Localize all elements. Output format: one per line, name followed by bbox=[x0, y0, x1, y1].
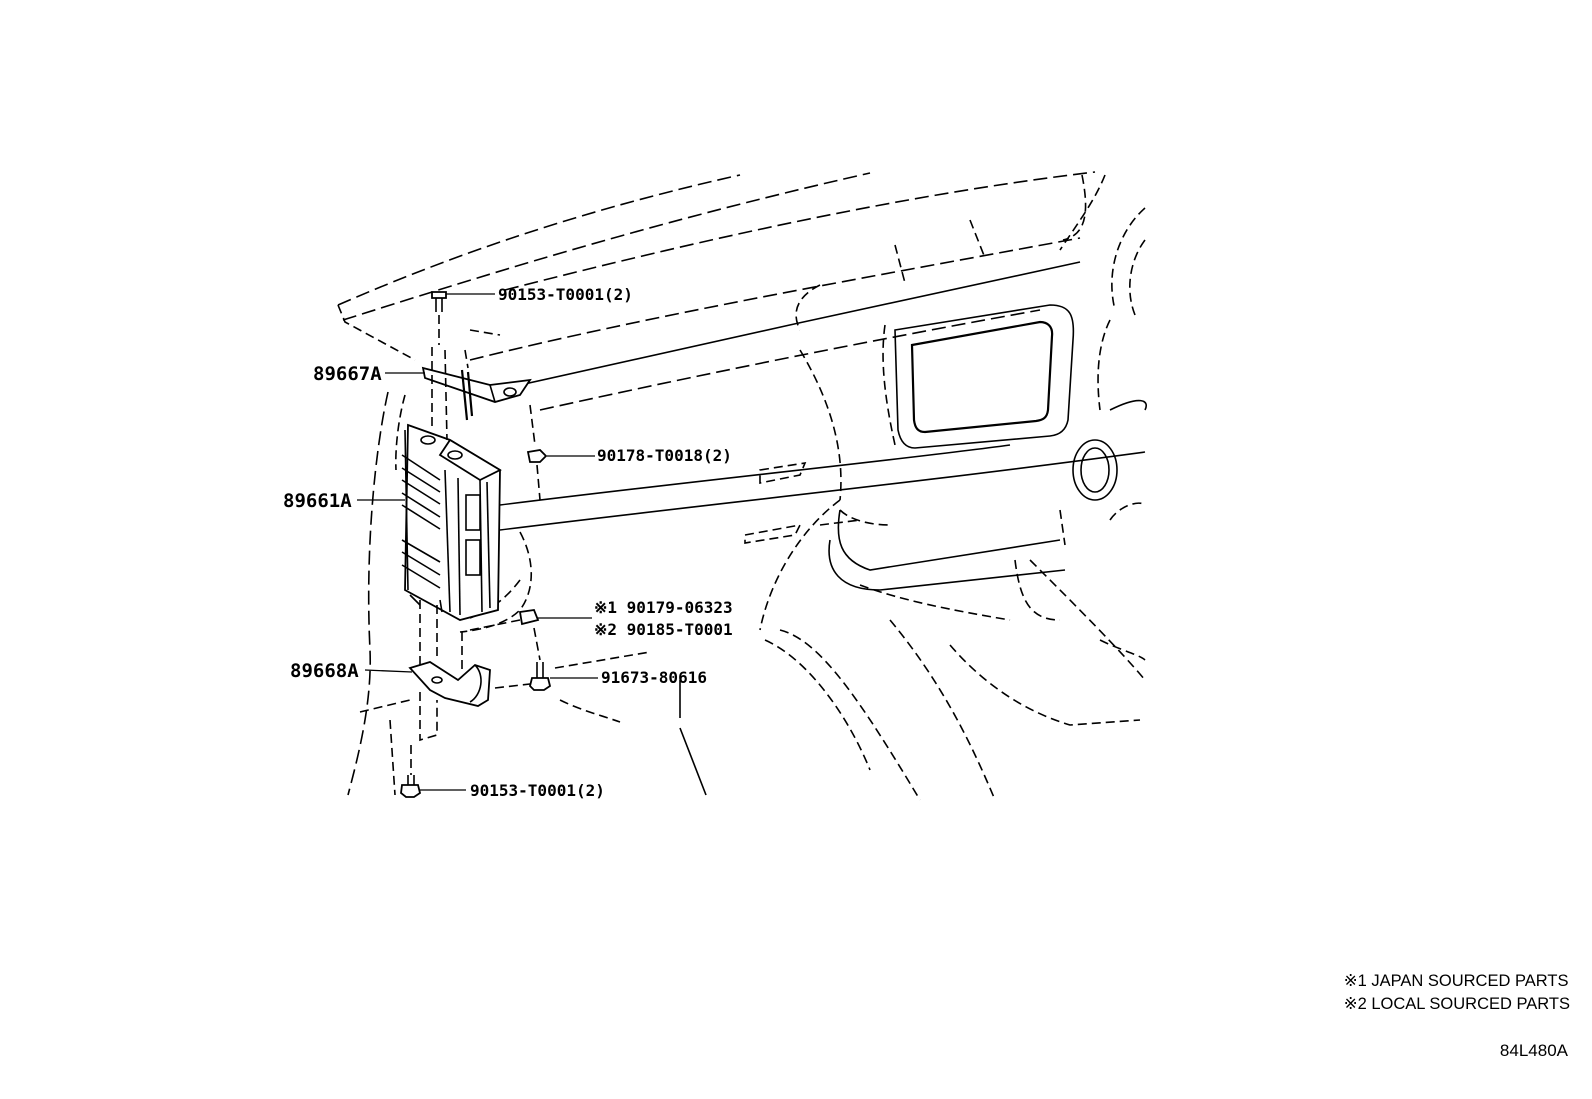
ecu-unit-icon bbox=[401, 347, 502, 621]
label-bracket-lower: 89668A bbox=[290, 660, 359, 682]
drawing-code: 84L480A bbox=[1499, 1041, 1568, 1060]
label-ecu: 89661A bbox=[283, 490, 352, 512]
label-bracket-upper: 89667A bbox=[313, 363, 382, 385]
bolt-lower-right-icon bbox=[494, 662, 552, 691]
note-japan-sourced: ※1 JAPAN SOURCED PARTS bbox=[1343, 972, 1569, 990]
note-local-sourced: ※2 LOCAL SOURCED PARTS bbox=[1343, 995, 1570, 1013]
label-clip-local: ※2 90185-T0001 bbox=[594, 620, 733, 639]
leader-lines bbox=[357, 293, 598, 791]
label-bolt-bottom: 90153-T0001(2) bbox=[470, 781, 605, 800]
label-bolt-lower-right: 91673-80616 bbox=[601, 668, 707, 687]
ecu-fins bbox=[401, 454, 441, 589]
label-nut: 90178-T0018(2) bbox=[597, 446, 732, 465]
part-labels: 90153-T0001(2) 89667A 89661A 90178-T0018… bbox=[283, 285, 733, 800]
source-notes: ※1 JAPAN SOURCED PARTS ※2 LOCAL SOURCED … bbox=[1344, 970, 1570, 1016]
label-bolt-top: 90153-T0001(2) bbox=[498, 285, 633, 304]
bolt-bottom-icon bbox=[400, 745, 422, 798]
nut-icon bbox=[526, 449, 548, 501]
label-clip-japan: ※1 90179-06323 bbox=[594, 598, 733, 617]
bolt-top-icon bbox=[431, 291, 447, 345]
bracket-upper-icon bbox=[421, 329, 536, 446]
bracket-lower-icon bbox=[408, 600, 491, 742]
clip-icon bbox=[469, 609, 541, 661]
